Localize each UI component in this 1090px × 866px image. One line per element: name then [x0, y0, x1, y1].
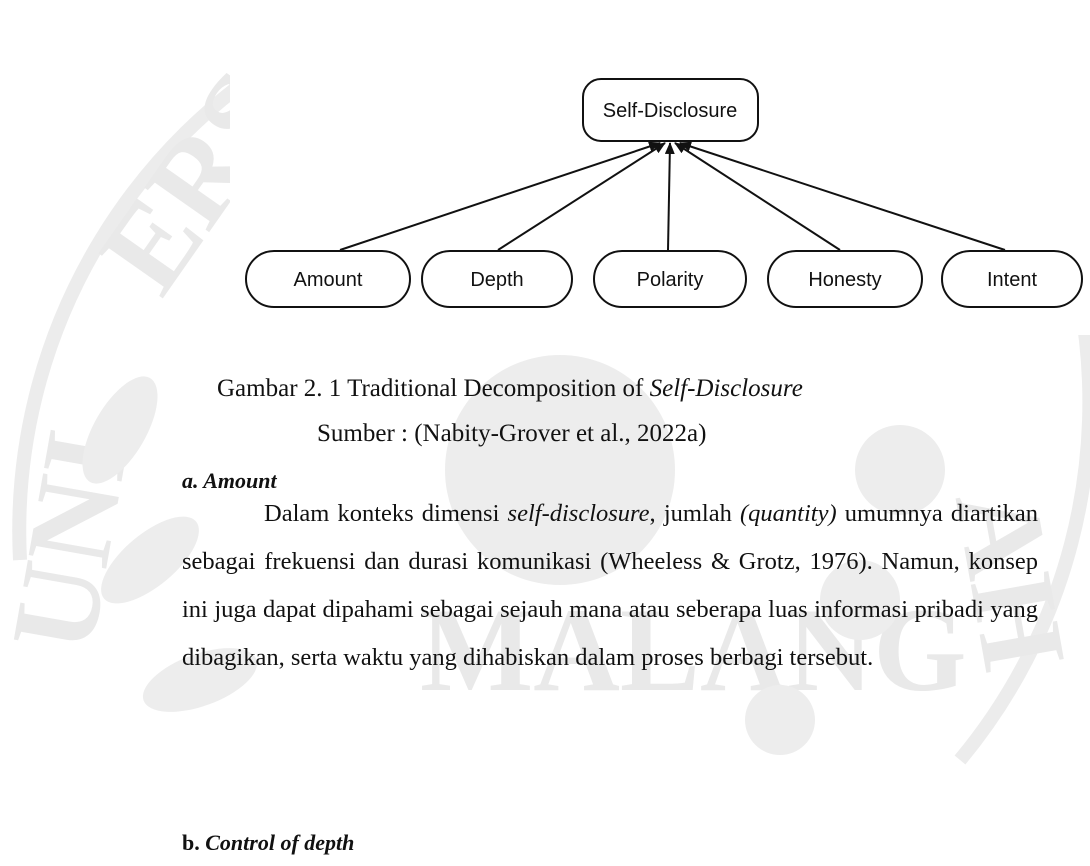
section-a-marker: a. [182, 468, 204, 493]
self-disclosure-diagram: Self-Disclosure Amount Depth Polarity Ho… [245, 78, 1083, 308]
node-honesty-label: Honesty [808, 269, 881, 291]
node-amount: Amount [245, 250, 411, 308]
para-segment: umumnya diartikan sebagai frekuensi dan … [182, 500, 1038, 671]
para-segment: Dalam konteks dimensi [264, 500, 508, 527]
node-intent-label: Intent [987, 269, 1037, 291]
section-b-marker: b. [182, 830, 206, 855]
node-intent: Intent [941, 250, 1083, 308]
section-b-heading: b. Control of depth [182, 830, 354, 856]
node-self-disclosure-label: Self-Disclosure [603, 100, 737, 122]
figure-source: Sumber : (Nabity-Grover et al., 2022a) [317, 420, 707, 447]
section-a-title: Amount [203, 468, 277, 493]
node-polarity-label: Polarity [637, 269, 704, 291]
svg-text:AH: AH [930, 479, 1090, 679]
figure-caption: Gambar 2. 1 Traditional Decomposition of… [217, 375, 803, 403]
arrow-intent [679, 141, 1006, 251]
figure-caption-text: Gambar 2. 1 Traditional Decomposition of [217, 375, 650, 402]
para-segment: , jumlah [649, 500, 741, 527]
node-depth: Depth [421, 250, 573, 308]
figure-caption-italic: Self-Disclosure [649, 375, 803, 402]
arrow-amount [339, 141, 661, 251]
para-segment-italic: self-disclosure [507, 500, 650, 527]
section-a-heading: a. Amount [182, 468, 277, 494]
section-b-title: Control of depth [205, 830, 355, 855]
node-depth-label: Depth [470, 269, 523, 291]
arrow-honesty [674, 142, 841, 251]
node-polarity: Polarity [593, 250, 747, 308]
node-self-disclosure: Self-Disclosure [582, 78, 759, 142]
arrow-depth [497, 142, 666, 251]
arrow-polarity [664, 142, 675, 251]
node-amount-label: Amount [294, 269, 363, 291]
node-honesty: Honesty [767, 250, 923, 308]
section-a-paragraph: Dalam konteks dimensi self-disclosure, j… [182, 490, 1038, 682]
para-segment-italic: (quantity) [740, 500, 837, 527]
